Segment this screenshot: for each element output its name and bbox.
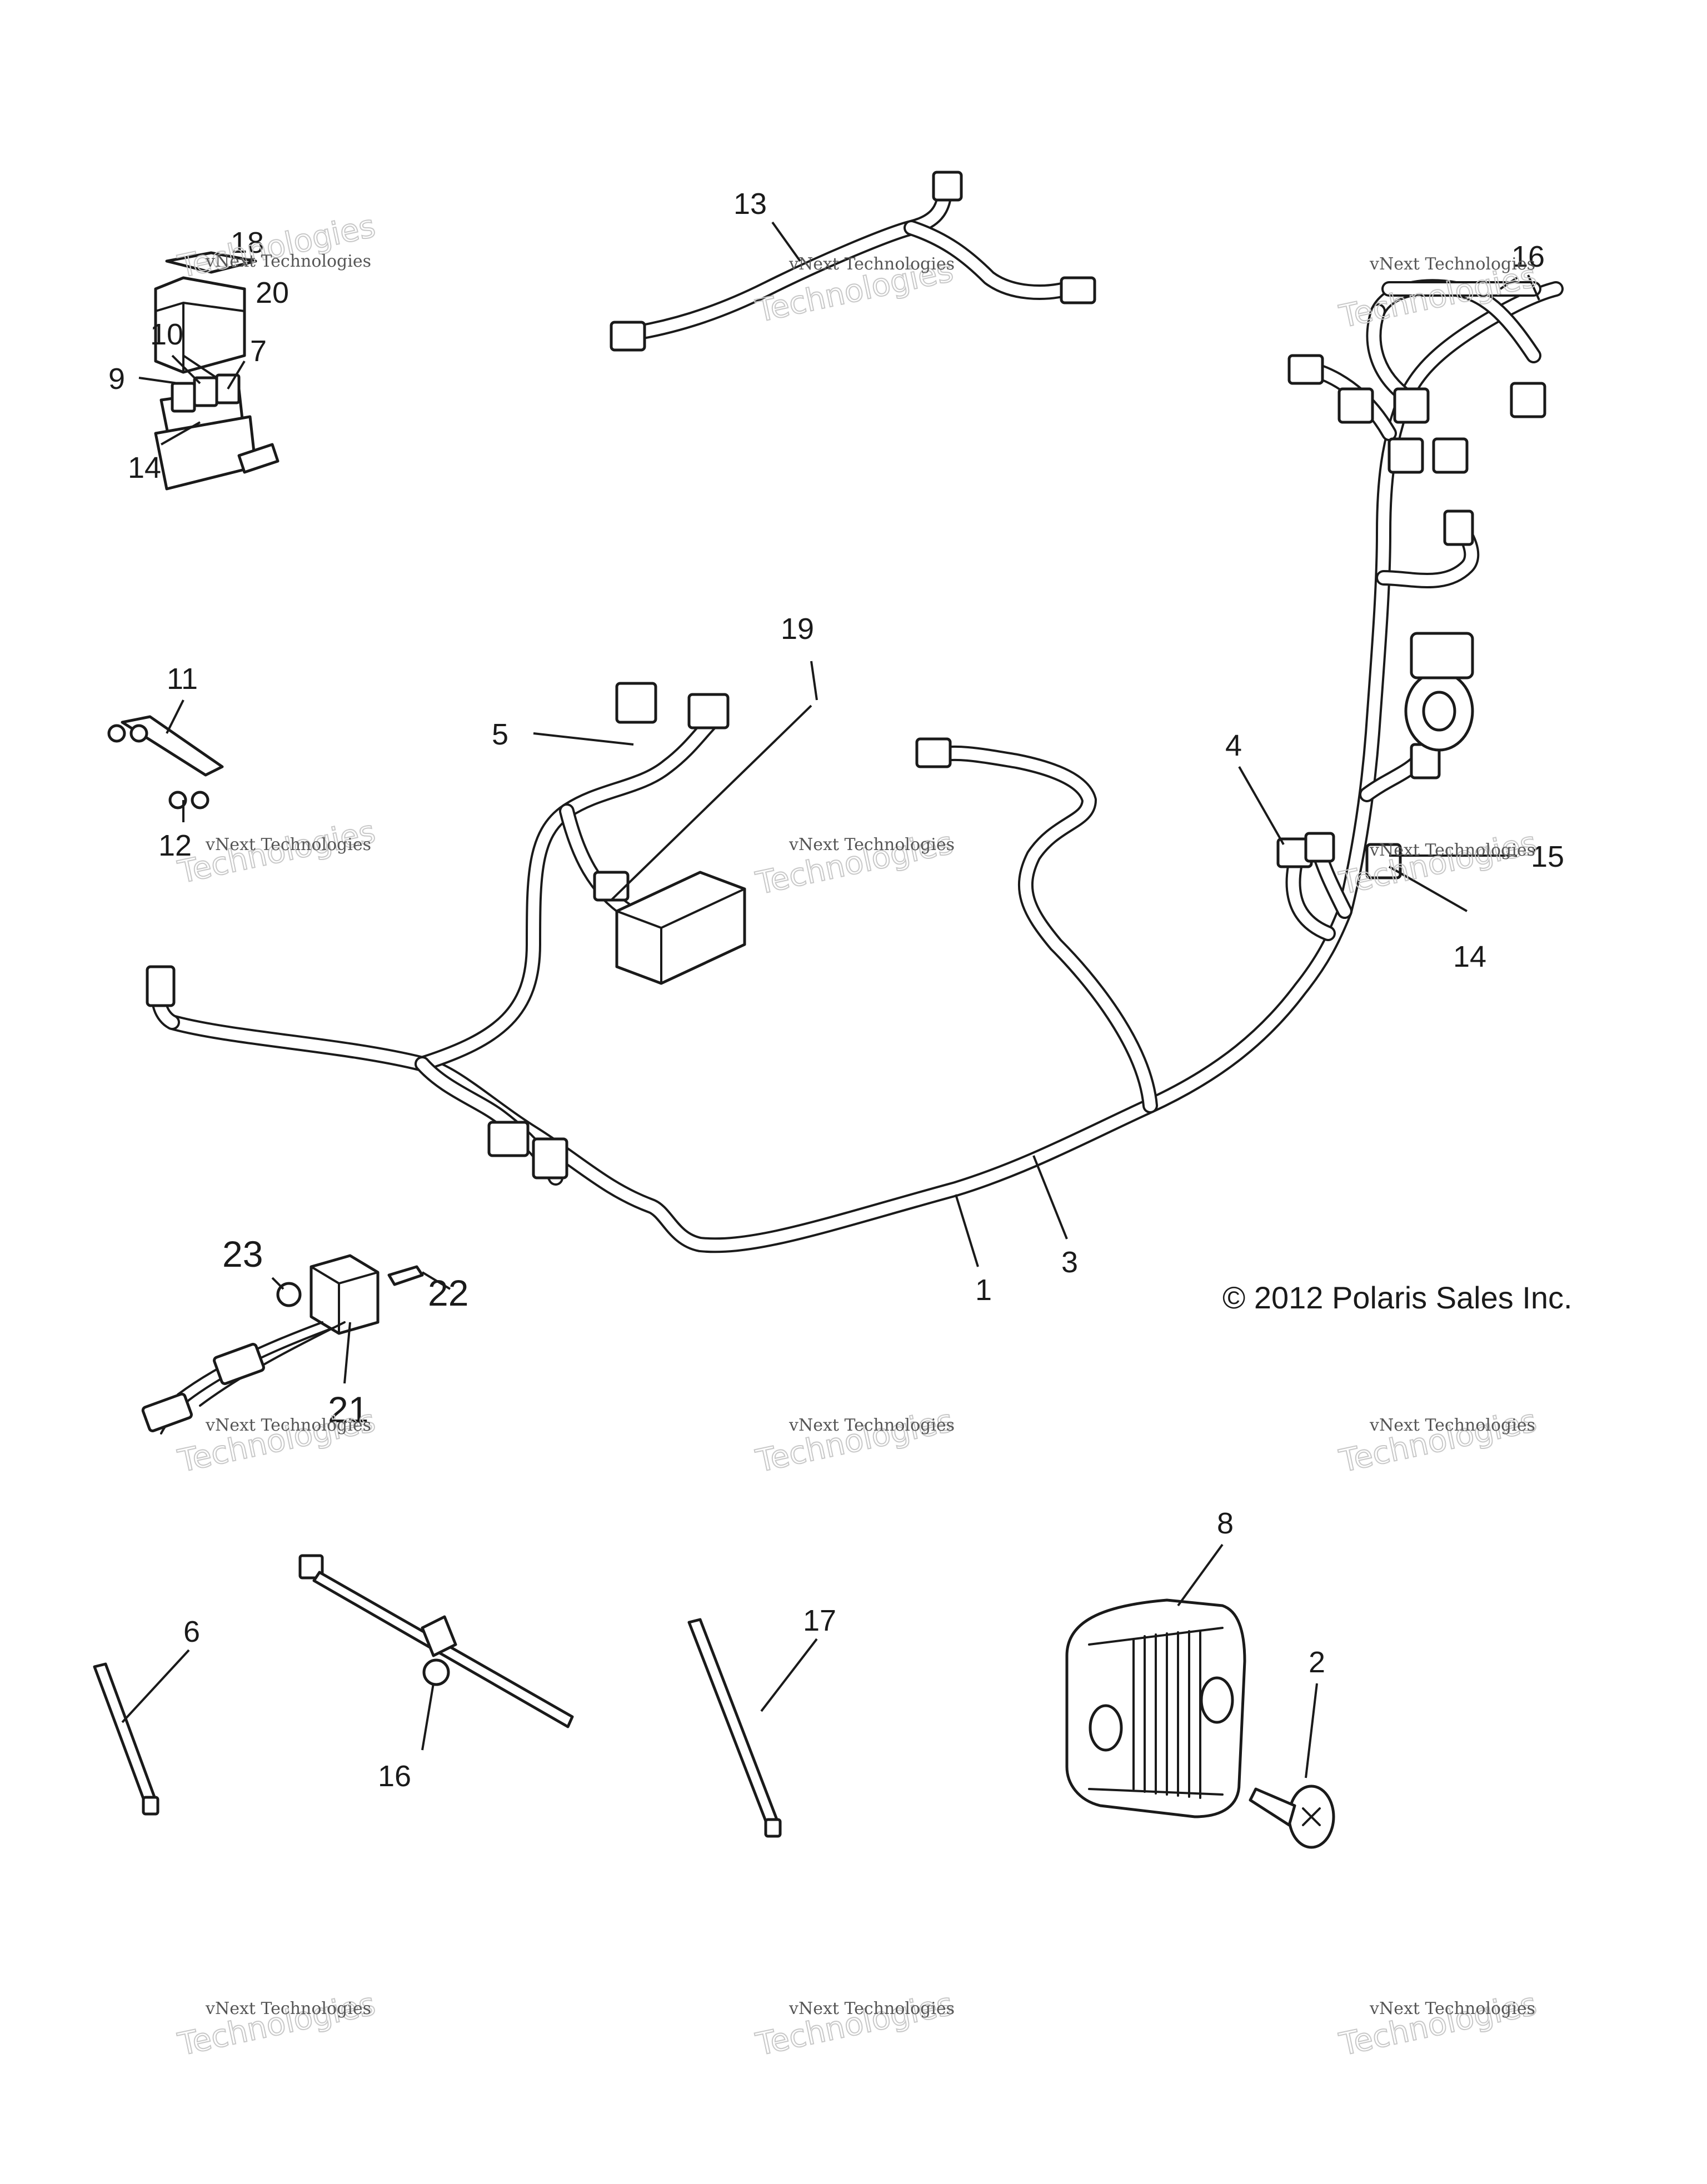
- fuse-block: [154, 373, 279, 491]
- cable-tie-6: [93, 1662, 159, 1816]
- callout-12: 12: [158, 829, 192, 862]
- callout-22: 22: [428, 1272, 468, 1313]
- watermark-label: vNext Technologies: [205, 252, 371, 271]
- callout-9: 9: [108, 362, 125, 396]
- svg-text:Technologies: Technologies: [1336, 1986, 1540, 2063]
- callout-16-tie: 16: [378, 1760, 411, 1793]
- watermark-label: vNext Technologies: [788, 835, 955, 854]
- watermark-label: vNext Technologies: [788, 1416, 955, 1435]
- bracket-plate: [107, 715, 224, 809]
- watermark: Technologies: [1336, 1402, 1540, 1481]
- callout-4: 4: [1225, 729, 1242, 762]
- callout-3: 3: [1061, 1246, 1078, 1279]
- svg-text:Technologies: Technologies: [753, 1986, 956, 2063]
- callout-15: 15: [1531, 840, 1564, 873]
- callout-17: 17: [803, 1604, 836, 1637]
- fuse-box-cover: [154, 251, 257, 374]
- callout-8: 8: [1217, 1507, 1234, 1540]
- push-rivet-2: [1249, 1785, 1335, 1849]
- callout-14-fuse-block: 14: [128, 451, 161, 484]
- sub-harness-13: [610, 171, 1096, 352]
- callout-11: 11: [167, 662, 198, 696]
- callout-2: 2: [1309, 1646, 1325, 1679]
- watermark: Technologies: [1336, 1986, 1540, 2064]
- watermark-label: vNext Technologies: [1369, 841, 1535, 860]
- watermark: Technologies: [752, 1986, 957, 2064]
- callout-7: 7: [250, 334, 267, 368]
- callout-10: 10: [150, 318, 183, 351]
- watermark-label: vNext Technologies: [1369, 1416, 1535, 1435]
- watermark-label: vNext Technologies: [205, 835, 371, 854]
- callout-23: 23: [222, 1233, 263, 1275]
- svg-text:Technologies: Technologies: [175, 208, 378, 286]
- watermark-label: vNext Technologies: [205, 1999, 371, 2018]
- watermark: Technologies: [174, 1986, 379, 2064]
- watermark: Technologies: [174, 208, 379, 286]
- relay-assembly: [141, 1254, 424, 1435]
- callout-5: 5: [492, 718, 508, 751]
- callout-1: 1: [975, 1273, 992, 1307]
- callout-numbers: 1 2 3 4 5 6 7 8 9 10 11 12 13 14 14 15 1…: [108, 187, 1564, 1793]
- callout-14-harness: 14: [1453, 940, 1486, 973]
- svg-text:Technologies: Technologies: [175, 1986, 378, 2063]
- callout-16-harness: 16: [1511, 240, 1545, 273]
- callout-20: 20: [256, 276, 289, 309]
- svg-text:Technologies: Technologies: [753, 1403, 956, 1480]
- watermark: Technologies: [174, 1402, 379, 1481]
- cable-tie-17: [687, 1618, 782, 1838]
- callout-6: 6: [183, 1615, 200, 1648]
- watermark-label: vNext Technologies: [205, 1416, 371, 1435]
- cable-tie-16: [298, 1554, 574, 1728]
- main-harness: [146, 279, 1564, 1253]
- watermark-label: vNext Technologies: [1369, 1999, 1535, 2018]
- watermark: Technologies: [752, 1402, 957, 1481]
- voltage-regulator-8: [1065, 1598, 1246, 1818]
- watermark-label: vNext Technologies: [1369, 254, 1535, 274]
- watermark-label: vNext Technologies: [788, 1999, 955, 2018]
- callout-13: 13: [733, 187, 767, 221]
- callout-19: 19: [781, 612, 814, 646]
- leader-lines: [121, 221, 1540, 1778]
- svg-text:Technologies: Technologies: [1336, 1403, 1540, 1480]
- callout-21: 21: [328, 1389, 368, 1430]
- watermark-label: vNext Technologies: [788, 254, 955, 274]
- copyright-notice: © 2012 Polaris Sales Inc.: [1222, 1280, 1573, 1315]
- svg-text:Technologies: Technologies: [175, 1403, 378, 1480]
- callout-18: 18: [231, 226, 264, 259]
